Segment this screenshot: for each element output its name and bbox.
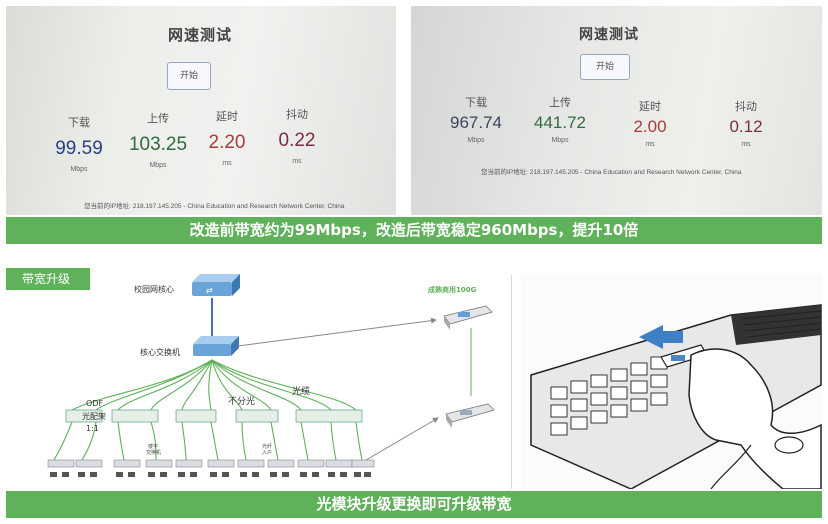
- network-diagram: ⇄ 校园网核心 核心交换机: [6, 268, 507, 489]
- odf-panels: [65, 409, 363, 423]
- ip-address-line: 您当前的IP地址: 218.197.145.205 - China Educat…: [84, 203, 345, 210]
- no-split-label: 不分光: [228, 395, 255, 407]
- start-button[interactable]: 开始: [580, 54, 630, 80]
- speedtest-title: 网速测试: [579, 27, 639, 43]
- to-user-label-1: 光纤: [262, 443, 272, 450]
- upload-block: 上传 441.72 Mbps: [527, 94, 593, 144]
- ip-address-line: 您当前的IP地址: 218.197.145.205 - China Educat…: [481, 169, 742, 176]
- download-block: 下载 967.74 Mbps: [445, 94, 507, 144]
- insert-arrow-icon: [639, 325, 683, 349]
- section-tag: 带宽升级: [6, 268, 90, 290]
- svg-text:⇄: ⇄: [206, 286, 213, 295]
- module-latch-icon: [671, 355, 685, 361]
- jitter-unit: ms: [292, 158, 302, 165]
- upload-label: 上传: [147, 113, 169, 125]
- download-unit: Mbps: [70, 166, 88, 173]
- upload-label: 上传: [549, 97, 571, 109]
- latency-block: 延时 2.00 ms: [625, 98, 675, 148]
- divider: [511, 275, 512, 489]
- floor-switch-label-2: 交换机: [146, 449, 161, 456]
- upload-unit: Mbps: [551, 137, 569, 144]
- jitter-block: 抖动 0.22 ms: [274, 106, 320, 165]
- latency-value: 2.00: [633, 117, 667, 136]
- download-block: 下载 99.59 Mbps: [54, 114, 104, 173]
- upload-block: 上传 103.25 Mbps: [126, 110, 190, 169]
- switch-ribs: [740, 310, 822, 338]
- network-diagram-svg: ⇄ 校园网核心 核心交换机: [47, 274, 495, 477]
- upgrade-banner: 光模块升级更换即可升级带宽: [6, 491, 822, 518]
- campus-core-label: 校园网核心: [134, 284, 174, 294]
- speedtest-before-photo: 网速测试 开始 下载 99.59 Mbps 上传 103.25 Mbps 延时 …: [6, 6, 396, 215]
- mature-100g-label: 成熟商用100G: [428, 285, 477, 294]
- latency-unit: ms: [645, 141, 655, 148]
- jitter-label: 抖动: [735, 101, 757, 113]
- strap-cable: [710, 444, 752, 489]
- download-unit: Mbps: [467, 137, 485, 144]
- result-banner: 改造前带宽约为99Mbps，改造后带宽稳定960Mbps，提升10倍: [6, 217, 822, 244]
- download-value: 99.59: [55, 138, 103, 159]
- wrist-strap-icon: [774, 436, 804, 454]
- jitter-unit: ms: [741, 141, 751, 148]
- jitter-label: 抖动: [286, 109, 308, 121]
- odf-label-3: 1:1: [86, 424, 99, 433]
- fiber-cable-label: 光缆: [292, 385, 310, 397]
- optical-module-icon: [443, 305, 493, 330]
- core-switch-label: 核心交换机: [140, 347, 180, 357]
- switch-top-icon: [731, 305, 821, 345]
- optical-module-icon: [445, 403, 495, 428]
- switch-illustration-svg: [530, 304, 822, 489]
- link-to-module-2: [360, 417, 439, 464]
- core-switch-icon: [193, 336, 239, 356]
- download-label: 下载: [68, 117, 90, 129]
- campus-core-router-icon: ⇄: [192, 274, 240, 296]
- jitter-value: 0.12: [729, 117, 763, 136]
- start-button[interactable]: 开始: [167, 62, 211, 90]
- speedtest-title: 网速测试: [168, 26, 233, 44]
- latency-block: 延时 2.20 ms: [204, 108, 250, 167]
- floor-switch-label-1: 楼宇: [148, 443, 158, 450]
- upload-value: 103.25: [128, 134, 188, 155]
- speedtest-after-photo: 网速测试 开始 下载 967.74 Mbps 上传 441.72 Mbps 延时…: [411, 6, 822, 215]
- fiber-fanout: [53, 359, 363, 461]
- download-label: 下载: [465, 97, 487, 109]
- odf-label-1: ODF: [86, 399, 103, 408]
- upload-value: 441.72: [534, 113, 586, 132]
- latency-label: 延时: [216, 111, 238, 123]
- jitter-value: 0.22: [278, 130, 316, 151]
- to-user-label-2: 入户: [262, 449, 272, 456]
- latency-label: 延时: [639, 101, 661, 113]
- end-device-icons: [50, 472, 371, 477]
- upload-unit: Mbps: [149, 162, 167, 169]
- latency-value: 2.20: [208, 132, 246, 153]
- module-insertion-illustration: [521, 275, 822, 489]
- odf-label-2: 光配架: [82, 411, 106, 421]
- link-to-module-1: [237, 317, 437, 347]
- jitter-block: 抖动 0.12 ms: [721, 98, 771, 148]
- access-switch-row: [47, 459, 375, 468]
- latency-unit: ms: [222, 160, 232, 167]
- download-value: 967.74: [450, 113, 502, 132]
